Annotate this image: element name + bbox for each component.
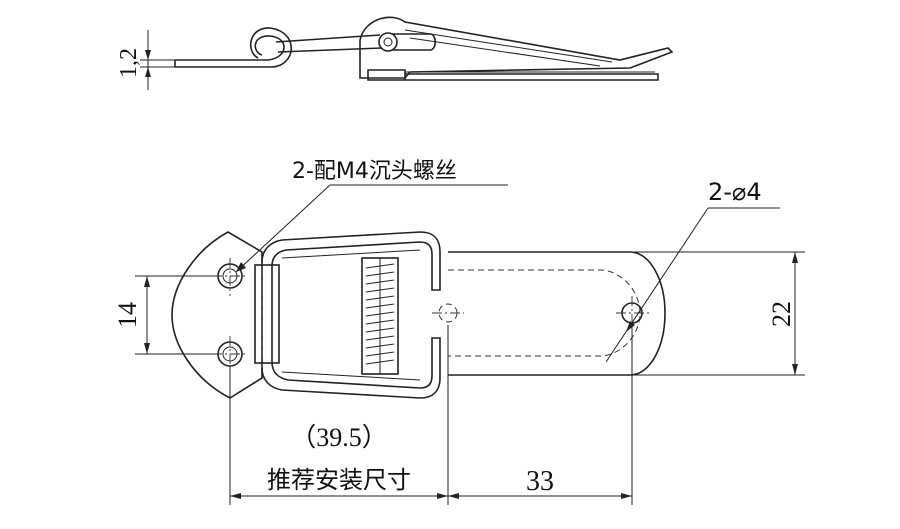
side-hook-curl [249,27,293,68]
mount-caption: 推荐安装尺寸 [267,466,411,494]
side-slot [392,33,437,51]
screw-note: 2-配M4沉头螺丝 [292,159,457,184]
side-view: 1,2 [116,16,674,90]
mount-ref-label: （39.5） [290,423,388,452]
thickness-label: 1,2 [116,48,142,78]
spring-coil [361,257,399,375]
side-lever [359,16,674,79]
hole-note: 2-⌀4 [708,178,762,206]
side-catch-plate [367,69,659,81]
hole-spacing-dimension: 14 [113,275,218,355]
mounting-plate [171,231,263,399]
side-strap [275,34,383,53]
hole-spacing-label: 14 [113,302,142,328]
mount-dimension: （39.5） 推荐安装尺寸 33 [229,325,633,505]
right-dim-label: 33 [526,466,554,497]
catch-plate [448,251,666,376]
side-thickness-dimension: 1,2 [116,30,175,90]
height-dimension: 22 [634,251,805,376]
top-view: 2-配M4沉头螺丝 2-⌀4 14 22 [113,159,805,505]
side-base-plate [174,59,272,68]
side-hinge-pin [378,32,398,52]
hinge-block [254,264,280,364]
side-hinge-pin-inner [383,37,393,47]
hole-note-callout: 2-⌀4 [605,178,780,363]
bail-loop-outer [261,231,441,399]
height-label: 22 [767,301,796,327]
side-lever-inner [404,29,655,73]
screw-note-callout: 2-配M4沉头螺丝 [235,159,508,273]
